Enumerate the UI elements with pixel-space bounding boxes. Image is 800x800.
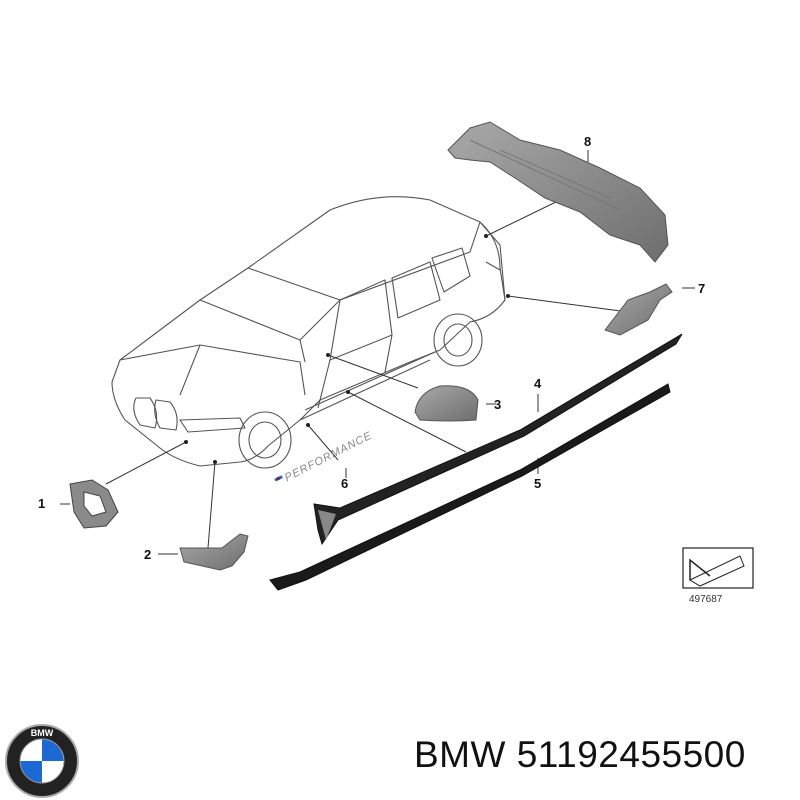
part-2-front-splitter xyxy=(179,533,249,571)
bmw-logo-letters: BMW xyxy=(31,728,54,738)
part-8-detail xyxy=(469,139,621,211)
callout-7: 7 xyxy=(698,281,705,296)
callout-3: 3 xyxy=(494,397,501,412)
callout-6: 6 xyxy=(341,476,348,491)
callout-8: 8 xyxy=(584,134,591,149)
arrow-icon xyxy=(689,558,711,580)
callout-1: 1 xyxy=(38,496,45,511)
car-outline xyxy=(111,196,506,469)
performance-badge-text: PERFORMANCE xyxy=(283,430,374,485)
callout-4: 4 xyxy=(534,376,542,391)
part-1-front-grille-frame xyxy=(69,479,119,529)
leader-dots xyxy=(184,234,510,464)
part-3-mirror-cap xyxy=(414,385,479,422)
callout-5: 5 xyxy=(534,476,541,491)
bmw-logo: BMW xyxy=(5,724,79,798)
part-number: 51192455500 xyxy=(516,734,746,775)
reference-number: 497687 xyxy=(689,594,723,605)
performance-badge: PERFORMANCE xyxy=(274,430,374,485)
brand-name: BMW xyxy=(414,734,506,775)
callout-2: 2 xyxy=(144,547,151,562)
part-5-side-sill-lower xyxy=(269,383,671,591)
part-4-side-sill xyxy=(313,333,683,546)
reference-symbol xyxy=(682,547,754,589)
part-title: BMW 51192455500 xyxy=(414,734,746,776)
part-4-end-detail xyxy=(318,510,336,540)
part-7-rear-bracket xyxy=(604,283,673,336)
part-8-rear-diffuser xyxy=(447,121,669,263)
